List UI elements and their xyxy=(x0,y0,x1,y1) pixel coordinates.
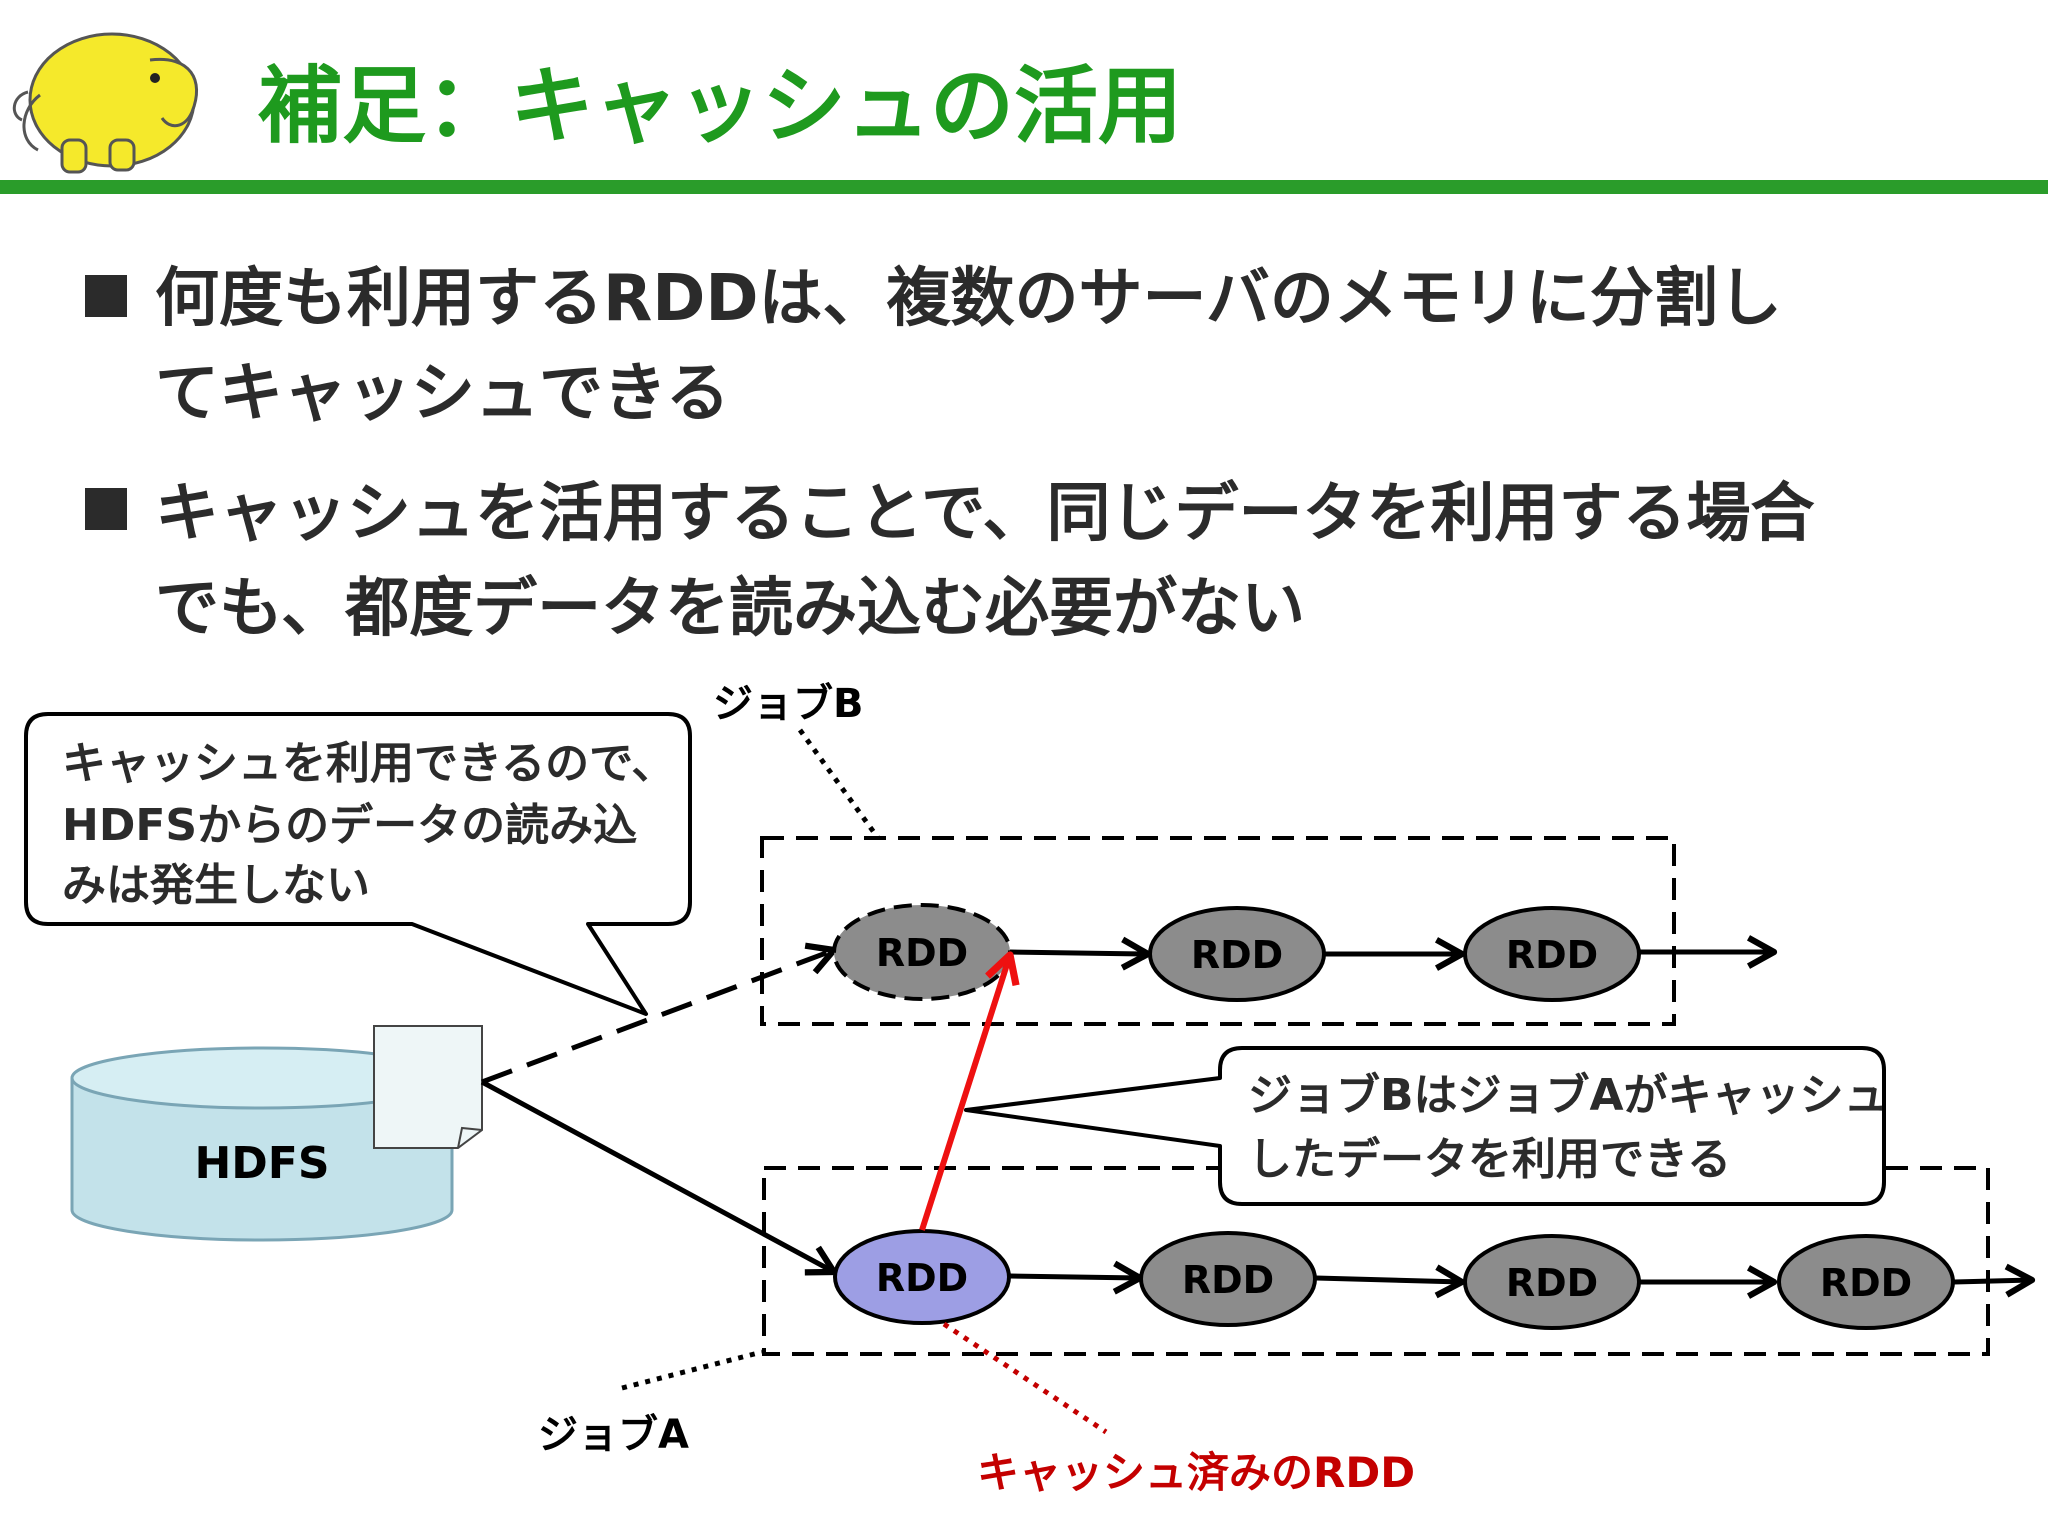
bullet-1-line-1: 何度も利用するRDDは、複数のサーバのメモリに分割し xyxy=(155,262,1782,336)
hdfs-to-job-a-arrow xyxy=(480,1079,838,1276)
job-b-rdd-3: RDD xyxy=(1463,906,1641,1002)
rdd-label: RDD xyxy=(1191,933,1283,977)
rdd-label: RDD xyxy=(876,931,968,975)
hadoop-elephant-logo xyxy=(12,32,198,174)
job-b-frame xyxy=(760,836,1676,1026)
bullet-2-line-2: でも、都度データを読み込む必要がない xyxy=(155,572,1305,646)
cached-rdd-label: キャッシュ済みのRDD xyxy=(977,1448,1415,1497)
bullet-2-line-1: キャッシュを活用することで、同じデータを利用する場合 xyxy=(155,477,1815,551)
job-a-label: ジョブA xyxy=(538,1412,689,1458)
job-b-leader xyxy=(797,728,881,840)
bullet-1-line-2: てキャッシュできる xyxy=(155,357,730,431)
document-icon xyxy=(373,1025,483,1149)
rdd-label: RDD xyxy=(1506,1261,1598,1305)
job-a-arrow-4 xyxy=(1953,1263,2036,1298)
rdd-label: RDD xyxy=(1506,933,1598,977)
job-a-arrow-1 xyxy=(1009,1260,1144,1295)
job-a-arrow-2 xyxy=(1315,1264,1466,1299)
hdfs-cylinder xyxy=(70,1046,454,1242)
job-a-rdd-3: RDD xyxy=(1463,1234,1641,1330)
hdfs-label: HDFS xyxy=(194,1138,329,1189)
callout-left-line-3: みは発生しない xyxy=(62,860,370,911)
callout-right-line-1: ジョブBはジョブAがキャッシュ xyxy=(1248,1070,1888,1121)
job-b-rdd-1: RDD xyxy=(832,903,1012,1001)
job-b-arrow-1 xyxy=(1009,936,1152,971)
callout-right xyxy=(964,1046,1886,1206)
job-a-rdd-cached: RDD xyxy=(833,1229,1011,1325)
job-b-rdd-2: RDD xyxy=(1148,906,1326,1002)
callout-left xyxy=(24,712,692,1016)
rdd-label: RDD xyxy=(1820,1261,1912,1305)
cache-reuse-arrow xyxy=(919,955,1010,1231)
job-a-rdd-2: RDD xyxy=(1139,1231,1317,1327)
job-b-label: ジョブB xyxy=(713,681,864,727)
job-a-leader xyxy=(621,1349,763,1391)
title-rule xyxy=(0,180,2048,194)
callout-left-line-2: HDFSからのデータの読み込 xyxy=(62,800,637,851)
callout-left-line-1: キャッシュを利用できるので、 xyxy=(62,738,675,789)
page-title: 補足：キャッシュの活用 xyxy=(258,57,1182,155)
bullet-marker-2 xyxy=(85,488,127,530)
job-a-rdd-4: RDD xyxy=(1777,1234,1955,1330)
hdfs-to-job-b-arrow xyxy=(481,942,838,1085)
rdd-label: RDD xyxy=(876,1256,968,1300)
callout-right-line-2: したデータを利用できる xyxy=(1248,1134,1731,1185)
rdd-label: RDD xyxy=(1182,1258,1274,1302)
bullet-marker-1 xyxy=(85,275,127,317)
cached-rdd-leader xyxy=(942,1321,1108,1435)
